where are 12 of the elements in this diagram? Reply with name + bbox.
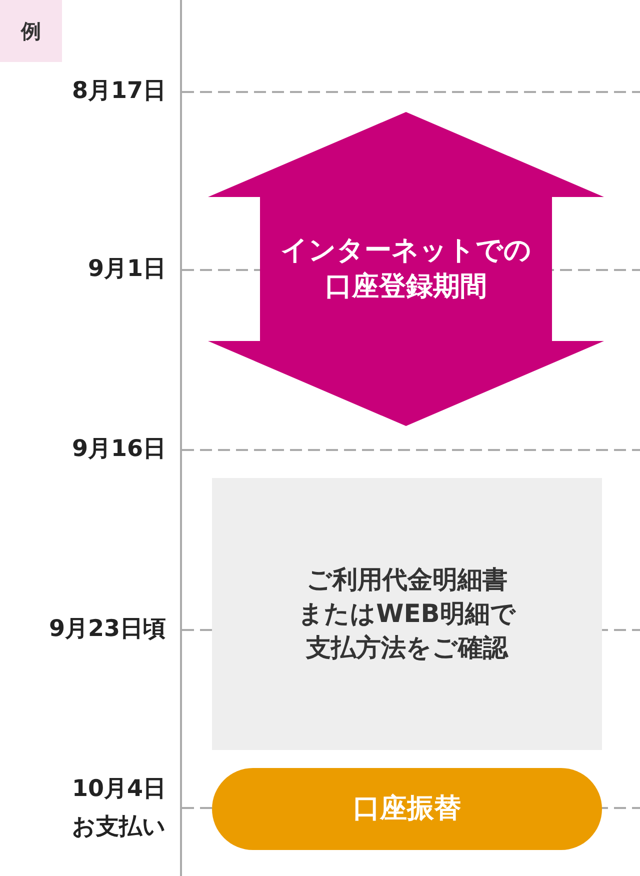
date-label: 8月17日 (72, 80, 166, 103)
date-label: 10月4日 (72, 778, 166, 801)
node-text: 口座振替 (352, 792, 462, 826)
info-box (212, 478, 602, 750)
date-label: 9月16日 (72, 438, 166, 461)
node-text: ご利用代金明細書またはWEB明細で支払方法をご確認 (297, 564, 517, 664)
double-headed-arrow (208, 112, 604, 426)
date-label: 9月1日 (88, 258, 166, 281)
date-label: 9月23日頃 (48, 618, 166, 641)
date-label: お支払い (72, 816, 166, 839)
node-text: インターネットでの口座登録期間 (280, 234, 532, 304)
example-tag: 例 (0, 0, 62, 62)
